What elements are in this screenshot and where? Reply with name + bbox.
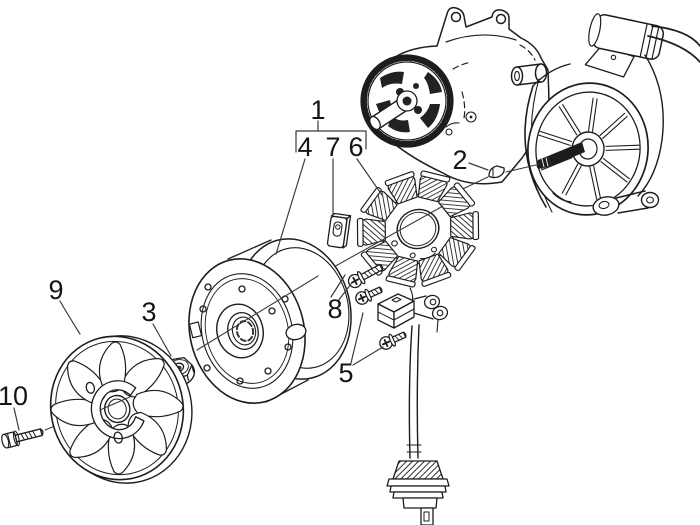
callout-label-4: 4: [297, 132, 312, 162]
callout-leader-lines: [13, 120, 489, 431]
ignition-pickup: [377, 293, 415, 329]
callout-label-10: 10: [0, 381, 28, 411]
callout-label-7: 7: [325, 132, 340, 162]
stator-screw-long: [347, 263, 384, 289]
flywheel-rotor: [188, 238, 352, 404]
cable-line: [647, 35, 700, 63]
assembly-axis-line: [331, 205, 444, 269]
callout-label-1: 1: [310, 95, 325, 125]
engine-crankcase-assembly: [360, 6, 700, 216]
callout-label-2: 2: [452, 145, 467, 175]
callout-label-8: 8: [327, 294, 342, 324]
group-bracket-1: [295, 120, 367, 153]
woodruff-key-part: [488, 165, 505, 179]
cooling-fan-cover: [524, 63, 660, 216]
stator-screw-short: [355, 286, 383, 305]
cover-mount-lugs: [552, 190, 660, 216]
key-block-part: [326, 212, 352, 249]
stator: [356, 170, 480, 288]
callout-label-5: 5: [338, 358, 353, 388]
callout-label-6: 6: [348, 132, 363, 162]
clutch-drum: [360, 54, 454, 148]
starter-motor: [584, 13, 665, 78]
engine-mount-bushing: [510, 63, 548, 86]
callout-label-9: 9: [48, 275, 63, 305]
callout-labels: 1 4 7 6 2 3 5 8 9 10: [0, 95, 468, 411]
callout-label-3: 3: [141, 297, 156, 327]
assembly-axis-line: [196, 275, 319, 351]
cable-line: [651, 25, 700, 47]
pickup-and-wiring: [377, 287, 450, 525]
pickup-screw: [379, 331, 407, 350]
wiring-connector: [386, 460, 450, 525]
assembly-axis-line: [99, 395, 133, 411]
hex-bolt: [1, 428, 44, 449]
variator-fan-wheel: [49, 335, 193, 484]
crankshaft-stub: [536, 142, 585, 170]
